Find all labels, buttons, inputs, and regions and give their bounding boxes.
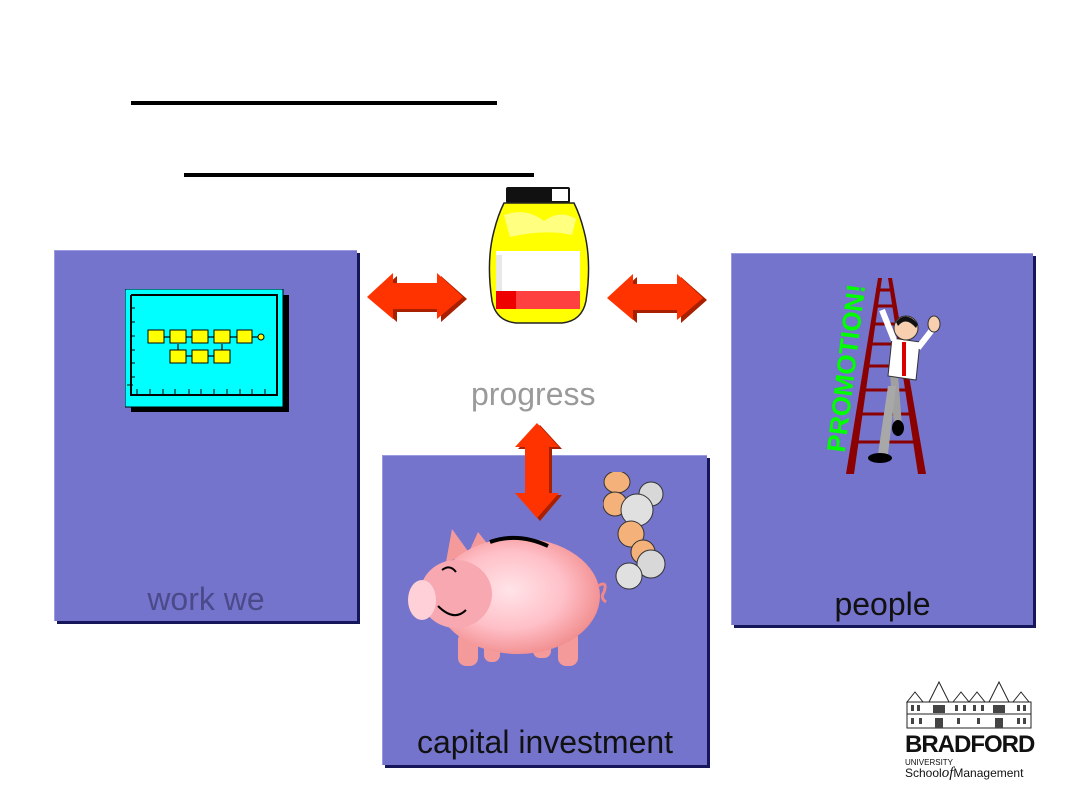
jar-icon	[486, 185, 592, 325]
bradford-logo: BRADFORD UNIVERSITY SchoolofManagement	[905, 678, 1037, 781]
building-illustration-icon	[905, 680, 1032, 729]
work-panel: work we	[54, 250, 357, 621]
capital-panel-label: capital investment	[416, 724, 674, 760]
logo-bradford-text: BRADFORD	[905, 731, 1035, 758]
people-panel-label: people	[834, 586, 931, 622]
logo-school-word: School	[905, 766, 942, 780]
left-double-arrow-icon	[366, 272, 468, 324]
logo-management-word: Management	[953, 766, 1024, 780]
right-double-arrow-icon	[606, 273, 708, 325]
coins-icon	[603, 472, 675, 592]
work-panel-label: work we	[147, 581, 265, 617]
logo-university-text: UNIVERSITY	[905, 758, 954, 767]
title-underline-1	[131, 101, 497, 105]
flowchart-icon	[125, 289, 293, 415]
piggy-bank-icon	[408, 524, 608, 674]
vertical-double-arrow-icon	[514, 422, 564, 522]
promotion-ladder-icon	[832, 276, 952, 486]
logo-school-text: SchoolofManagement	[905, 765, 1037, 781]
logo-of-word: of	[941, 765, 954, 781]
title-underline-2	[184, 173, 534, 177]
people-panel: PROMOTION! people	[731, 253, 1033, 625]
progress-label: progress	[471, 376, 596, 412]
